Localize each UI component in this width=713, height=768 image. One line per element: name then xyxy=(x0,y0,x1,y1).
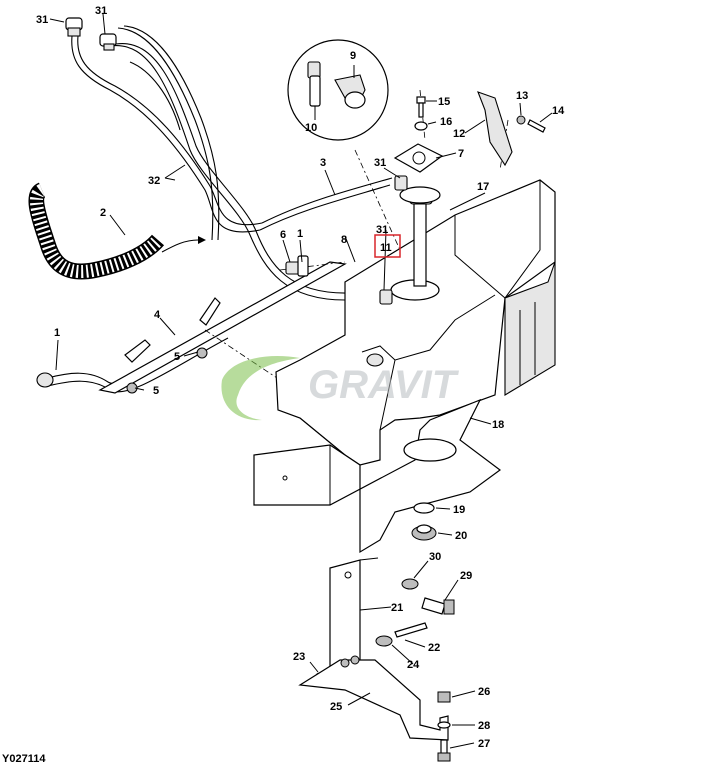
callout-5-a: 5 xyxy=(174,351,180,363)
callout-23: 23 xyxy=(293,651,305,663)
washer-16 xyxy=(414,121,428,131)
callout-20: 20 xyxy=(455,530,467,542)
nut-20 xyxy=(411,524,437,541)
callout-22: 22 xyxy=(428,642,440,654)
bracket-21 xyxy=(329,557,379,669)
assembly-line-c xyxy=(354,149,401,251)
gasket-7 xyxy=(393,143,444,173)
nut-26 xyxy=(437,691,451,703)
fuel-sender-11 xyxy=(399,186,441,287)
callout-30: 30 xyxy=(429,551,441,563)
clip-31-upper xyxy=(394,175,408,191)
callout-5-b: 5 xyxy=(153,385,159,397)
callout-1-upper: 1 xyxy=(297,228,303,240)
bolt-29 xyxy=(421,597,455,615)
callout-11: 11 xyxy=(380,242,392,254)
washer-19 xyxy=(413,502,435,514)
direction-arrow xyxy=(161,239,199,253)
callout-4: 4 xyxy=(154,309,161,321)
callout-18: 18 xyxy=(492,419,504,431)
bracket-25 xyxy=(298,655,449,741)
callout-21: 21 xyxy=(391,602,403,614)
callout-9: 9 xyxy=(350,50,356,62)
figure-code: Y027114 xyxy=(2,753,46,765)
callout-16: 16 xyxy=(440,116,452,128)
callout-31-a: 31 xyxy=(36,14,48,26)
callout-31-c: 31 xyxy=(374,157,386,169)
assembly-line-e xyxy=(499,119,509,171)
bolt-14 xyxy=(527,119,546,133)
callout-31-b: 31 xyxy=(95,5,107,17)
callout-14: 14 xyxy=(552,105,565,117)
support-plate-18 xyxy=(253,398,502,554)
washer-30 xyxy=(401,578,419,590)
washer-28 xyxy=(437,721,451,729)
callout-15: 15 xyxy=(438,96,450,108)
clip-31-lower xyxy=(379,289,393,305)
callout-6: 6 xyxy=(280,229,286,241)
callout-29: 29 xyxy=(460,570,472,582)
watermark-text: GRAVIT xyxy=(308,363,460,407)
callout-32: 32 xyxy=(148,175,160,187)
callout-28: 28 xyxy=(478,720,490,732)
watermark: GRAVIT xyxy=(221,356,460,421)
bolt-22 xyxy=(394,622,428,638)
callout-7: 7 xyxy=(458,148,464,160)
fuel-tank-17 xyxy=(275,179,556,466)
bolt-27 xyxy=(437,739,451,762)
callout-10: 10 xyxy=(305,122,317,134)
clamp-31-top-left xyxy=(65,17,83,37)
arrow-head xyxy=(198,236,206,244)
fitting-6 xyxy=(285,255,309,277)
bolt-15 xyxy=(416,96,426,118)
callout-12: 12 xyxy=(453,128,465,140)
watermark-swoosh xyxy=(221,356,300,421)
frame-rail-4 xyxy=(98,261,347,394)
callout-25: 25 xyxy=(330,701,342,713)
callout-19: 19 xyxy=(453,504,465,516)
clamp-31-top xyxy=(99,33,117,51)
callout-13: 13 xyxy=(516,90,528,102)
detail-circle xyxy=(287,39,389,141)
bracket-12 xyxy=(477,91,513,167)
callout-labels: 31 31 32 2 3 6 1 8 1 4 5 5 9 10 31 31 11… xyxy=(36,5,565,750)
corrugated-hose-2 xyxy=(28,182,165,280)
callout-1-lower: 1 xyxy=(54,327,60,339)
callout-31-d: 31 xyxy=(376,224,388,236)
assembly-line-a xyxy=(204,329,281,381)
washer-24 xyxy=(375,635,393,647)
callout-26: 26 xyxy=(478,686,490,698)
callout-24: 24 xyxy=(407,659,420,671)
fuel-line-assembly xyxy=(71,25,393,301)
callout-27: 27 xyxy=(478,738,490,750)
callout-2: 2 xyxy=(100,207,106,219)
leader-lines xyxy=(49,13,553,749)
callout-8: 8 xyxy=(341,234,347,246)
nut-13 xyxy=(516,115,526,125)
highlight-box-11 xyxy=(374,234,401,258)
callout-3: 3 xyxy=(320,157,326,169)
callout-17: 17 xyxy=(477,181,489,193)
